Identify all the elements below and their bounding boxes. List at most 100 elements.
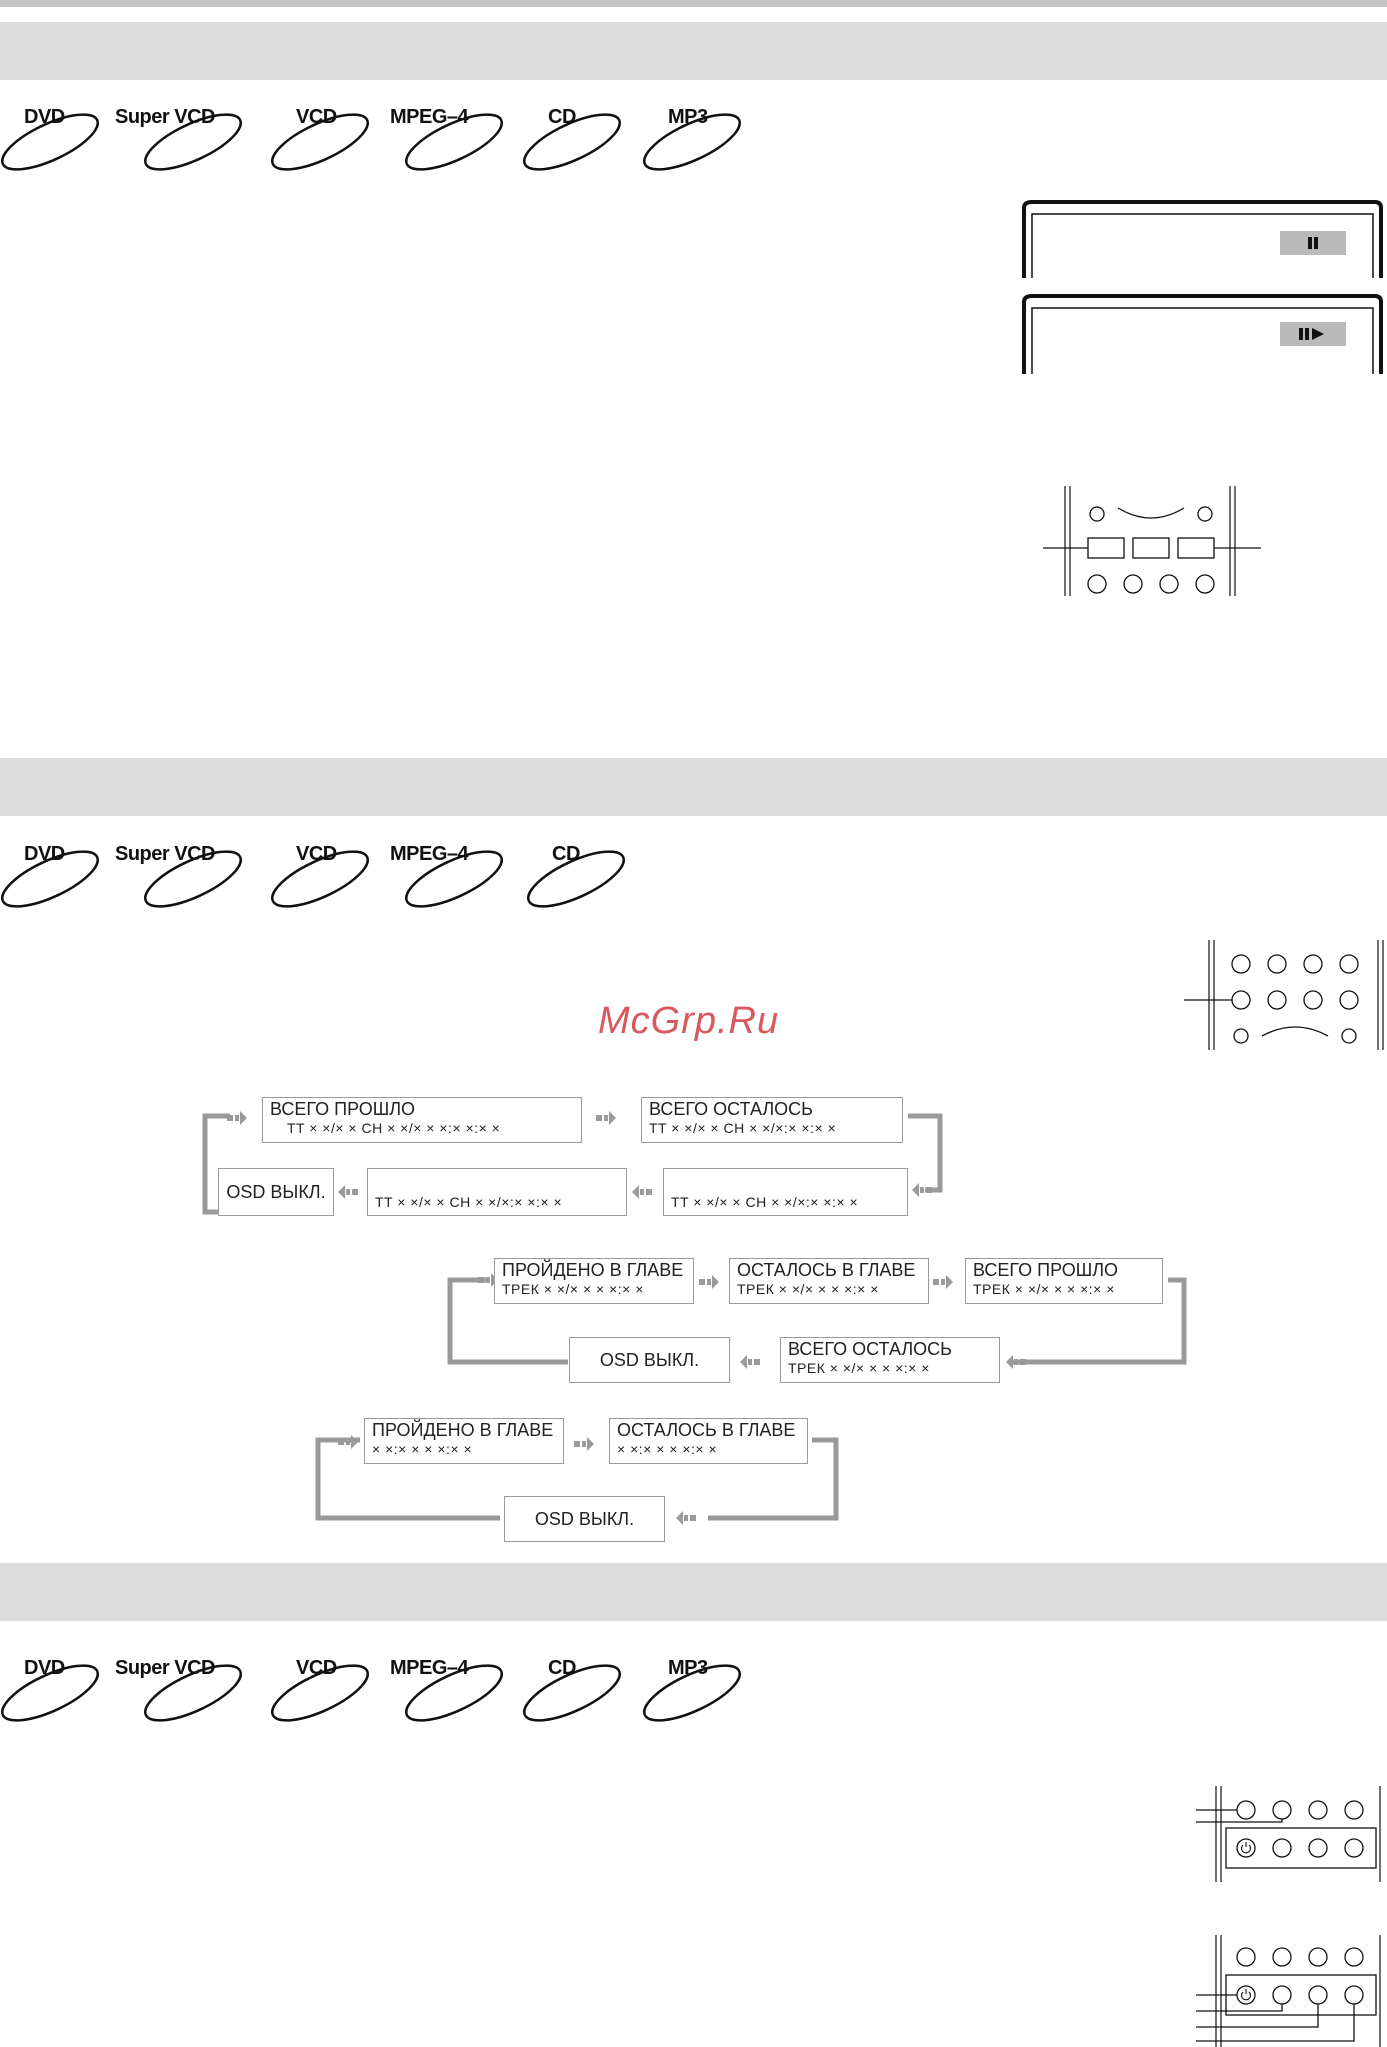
remote-control-illustration-3: [1196, 1786, 1381, 1882]
disc-ellipse-icon: [405, 113, 503, 171]
format-badge-cd: CD: [526, 843, 626, 915]
remote-control-illustration-4: [1196, 1935, 1381, 2047]
osd-box-off: OSD ВЫКЛ.: [569, 1337, 730, 1383]
osd-box-chapter-elapsed: ПРОЙДЕНО В ГЛАВЕ × ×:× × × ×:× ×: [364, 1418, 564, 1464]
remote-button-icon: [1087, 574, 1107, 594]
format-badge-vcd: VCD: [270, 1657, 370, 1729]
remote-button-icon: [1236, 1947, 1256, 1967]
remote-button-icon: [1231, 954, 1251, 974]
disc-ellipse-icon: [405, 1664, 503, 1722]
disc-ellipse-icon: [643, 113, 741, 171]
remote-button-icon: [1272, 1985, 1292, 2005]
remote-button-icon: [1341, 1028, 1357, 1044]
format-badge-cd: CD: [522, 106, 622, 178]
remote-button-icon: [1308, 1985, 1328, 2005]
remote-button-icon: [1303, 954, 1323, 974]
osd-box-total-elapsed: ВСЕГО ПРОШЛО ТРЕК × ×/× × × ×:× ×: [965, 1258, 1163, 1304]
pause-icon: [1280, 231, 1346, 255]
pause-step-icon: [1280, 322, 1346, 346]
format-badge-vcd: VCD: [270, 843, 370, 915]
remote-control-illustration-1: [1043, 486, 1261, 596]
remote-button-icon: [1195, 574, 1215, 594]
tv-screen-step: [1022, 294, 1383, 374]
format-badge-svcd: Super VCD: [115, 1657, 243, 1729]
disc-ellipse-icon: [271, 113, 369, 171]
format-badge-dvd: DVD: [0, 843, 100, 915]
format-badge-mp3: MP3: [642, 106, 742, 178]
disc-ellipse-icon: [271, 850, 369, 908]
osd-box-chapter-elapsed: TT × ×/× × CH × ×/×:× ×:× ×: [367, 1168, 627, 1216]
osd-box-chapter-remaining: TT × ×/× × CH × ×/×:× ×:× ×: [663, 1168, 908, 1216]
osd-box-title: ВСЕГО ОСТАЛОСЬ: [788, 1339, 952, 1359]
section-header-band-3: [0, 1563, 1387, 1621]
format-badge-mpeg4: MPEG–4: [390, 1657, 504, 1729]
osd-box-total-remaining: ВСЕГО ОСТАЛОСЬ TT × ×/× × CH × ×/×:× ×:×…: [641, 1097, 903, 1143]
osd-box-title: ПРОЙДЕНО В ГЛАВЕ: [502, 1260, 684, 1280]
remote-button-icon: [1272, 1838, 1292, 1858]
osd-box-total-remaining: ВСЕГО ОСТАЛОСЬ ТРЕК × ×/× × × ×:× ×: [780, 1337, 1000, 1383]
remote-key-icon: [1132, 537, 1170, 559]
remote-control-illustration-2: [1184, 940, 1384, 1050]
osd-box-value: ТРЕК × ×/× × × ×:× ×: [737, 1281, 879, 1297]
remote-button-icon: [1344, 1838, 1364, 1858]
osd-box-label: OSD ВЫКЛ.: [534, 1509, 635, 1529]
format-badge-cd: CD: [522, 1657, 622, 1729]
osd-box-off: OSD ВЫКЛ.: [504, 1496, 665, 1542]
disc-ellipse-icon: [271, 1664, 369, 1722]
osd-box-off: OSD ВЫКЛ.: [218, 1168, 334, 1216]
remote-button-icon: [1272, 1947, 1292, 1967]
watermark: McGrp.Ru: [598, 1000, 780, 1042]
osd-box-label: OSD ВЫКЛ.: [226, 1182, 326, 1202]
remote-button-icon: [1272, 1800, 1292, 1820]
section-header-band-2: [0, 758, 1387, 816]
osd-box-value: × ×:× × × ×:× ×: [372, 1441, 473, 1457]
format-badge-dvd: DVD: [0, 1657, 100, 1729]
format-badge-mp3: MP3: [642, 1657, 742, 1729]
remote-button-icon: [1344, 1985, 1364, 2005]
remote-button-icon: [1344, 1947, 1364, 1967]
format-badge-mpeg4: MPEG–4: [390, 843, 504, 915]
format-badge-dvd: DVD: [0, 106, 100, 178]
remote-button-icon: [1344, 1800, 1364, 1820]
osd-box-value: TT × ×/× × CH × ×/× × ×:× ×:× ×: [287, 1120, 501, 1136]
osd-box-value: TT × ×/× × CH × ×/×:× ×:× ×: [375, 1194, 563, 1210]
osd-box-value: TT × ×/× × CH × ×/×:× ×:× ×: [649, 1120, 837, 1136]
power-icon: [1236, 1838, 1256, 1858]
osd-box-chapter-remaining: ОСТАЛОСЬ В ГЛАВЕ × ×:× × × ×:× ×: [609, 1418, 808, 1464]
format-badge-svcd: Super VCD: [115, 843, 243, 915]
format-badge-vcd: VCD: [270, 106, 370, 178]
osd-box-value: TT × ×/× × CH × ×/×:× ×:× ×: [671, 1194, 859, 1210]
remote-button-icon: [1236, 1800, 1256, 1820]
disc-ellipse-icon: [523, 113, 621, 171]
remote-button-icon: [1197, 506, 1213, 522]
disc-ellipse-icon: [1, 850, 99, 908]
disc-ellipse-icon: [523, 1664, 621, 1722]
remote-button-icon: [1339, 990, 1359, 1010]
tv-screen-pause: [1022, 200, 1383, 278]
remote-button-icon: [1159, 574, 1179, 594]
disc-ellipse-icon: [1, 113, 99, 171]
disc-ellipse-icon: [527, 850, 625, 908]
disc-ellipse-icon: [144, 850, 242, 908]
osd-box-title: ПРОЙДЕНО В ГЛАВЕ: [372, 1420, 554, 1440]
remote-button-icon: [1303, 990, 1323, 1010]
disc-ellipse-icon: [643, 1664, 741, 1722]
disc-ellipse-icon: [144, 1664, 242, 1722]
remote-button-icon: [1308, 1947, 1328, 1967]
osd-box-value: × ×:× × × ×:× ×: [617, 1441, 718, 1457]
remote-button-icon: [1089, 506, 1105, 522]
remote-button-icon: [1308, 1838, 1328, 1858]
power-icon: [1236, 1985, 1256, 2005]
format-badge-svcd: Super VCD: [115, 106, 243, 178]
osd-box-chapter-remaining: ОСТАЛОСЬ В ГЛАВЕ ТРЕК × ×/× × × ×:× ×: [729, 1258, 929, 1304]
osd-box-value: ТРЕК × ×/× × × ×:× ×: [502, 1281, 644, 1297]
section-header-band-1: [0, 22, 1387, 80]
remote-button-icon: [1267, 954, 1287, 974]
osd-box-title: ОСТАЛОСЬ В ГЛАВЕ: [617, 1420, 796, 1440]
disc-ellipse-icon: [1, 1664, 99, 1722]
top-rule: [0, 0, 1387, 7]
remote-button-icon: [1339, 954, 1359, 974]
osd-box-label: OSD ВЫКЛ.: [599, 1350, 700, 1370]
remote-button-icon: [1308, 1800, 1328, 1820]
